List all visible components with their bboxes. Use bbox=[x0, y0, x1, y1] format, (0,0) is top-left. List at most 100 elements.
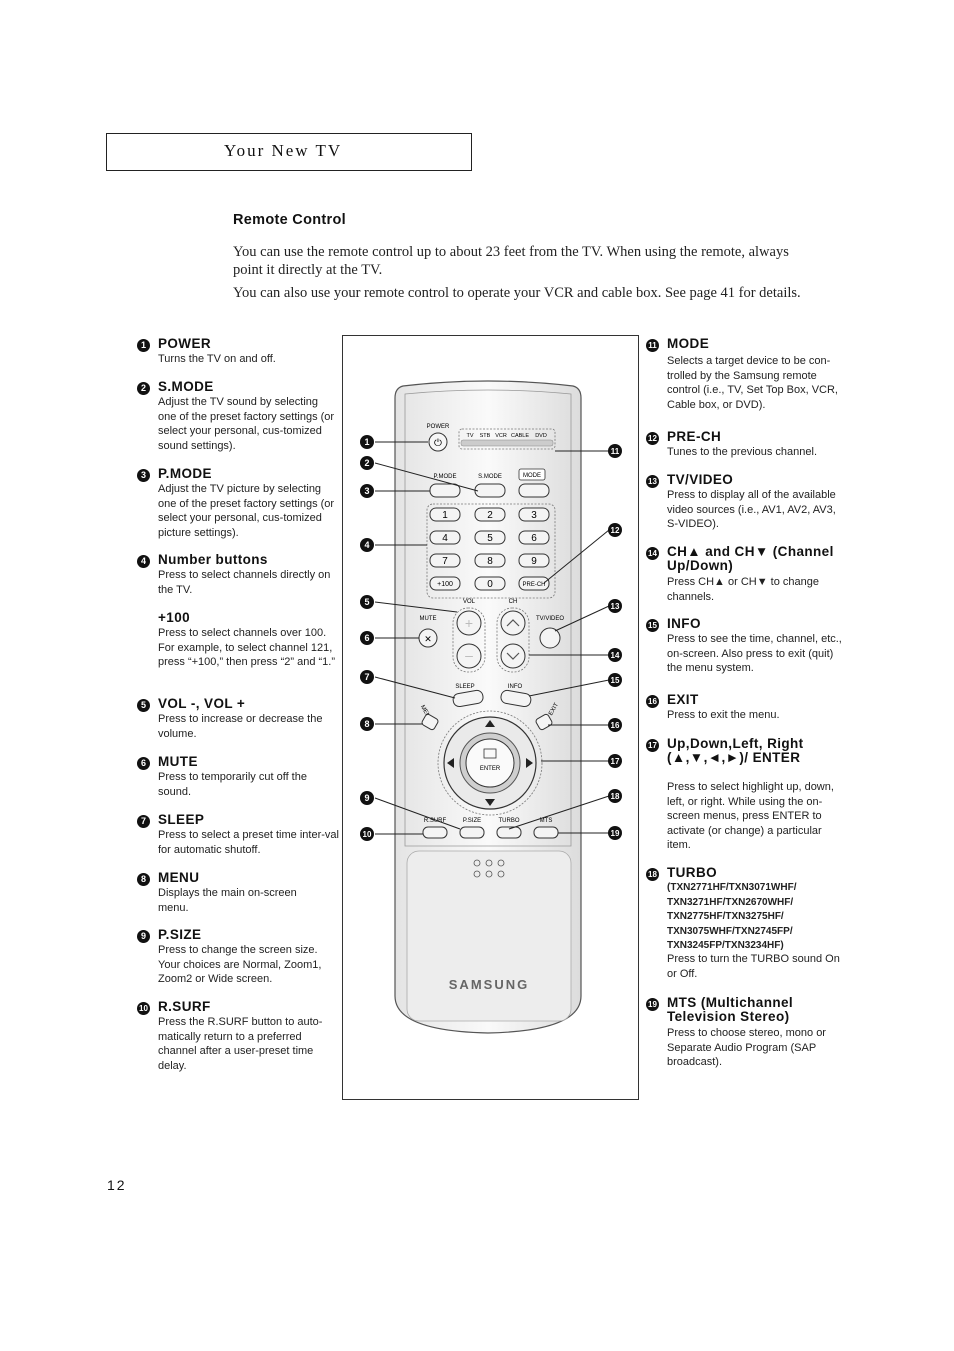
callout-1: 1 bbox=[364, 437, 369, 447]
item-description: Press to select channels over 100. For e… bbox=[158, 627, 335, 668]
chevron-down-icon bbox=[506, 652, 520, 660]
smode-button[interactable] bbox=[474, 483, 506, 498]
digit-5[interactable]: 5 bbox=[487, 533, 493, 544]
callout-number: 5 bbox=[137, 699, 150, 712]
item-models: (TXN2771HF/TXN3071WHF/ TXN3271HF/TXN2670… bbox=[667, 882, 797, 951]
psize-button[interactable] bbox=[459, 826, 485, 839]
item-title: EXIT bbox=[667, 692, 699, 707]
arrow-down-icon[interactable] bbox=[485, 799, 495, 806]
enter-icon bbox=[483, 748, 497, 759]
item-description: Press to select highlight up, down, left… bbox=[667, 781, 834, 851]
samsung-logo: SAMSUNG bbox=[449, 977, 529, 992]
digit-8[interactable]: 8 bbox=[487, 556, 493, 567]
mts-button[interactable] bbox=[533, 826, 559, 839]
item-description: Turns the TV on and off. bbox=[158, 353, 276, 365]
turbo-button[interactable] bbox=[496, 826, 522, 839]
item-description: Press the R.SURF button to auto-maticall… bbox=[158, 1016, 323, 1072]
tvvideo-button[interactable] bbox=[539, 627, 561, 649]
vol-down-button[interactable] bbox=[456, 643, 482, 669]
ch-up-button[interactable] bbox=[500, 610, 526, 636]
remote-illustration: POWER ⏻ TV STB VCR CABLE DVD P.MODE S.MO… bbox=[360, 380, 622, 1034]
digit-plus100[interactable]: +100 bbox=[437, 581, 453, 588]
item-title: Number buttons bbox=[158, 552, 268, 567]
enter-button[interactable] bbox=[465, 738, 515, 788]
callout-leaders bbox=[374, 441, 610, 835]
item-title: MTS (Multichannel Television Stereo) bbox=[667, 995, 794, 1024]
item-title: PRE-CH bbox=[667, 429, 722, 444]
remote-figure-frame: POWER ⏻ TV STB VCR CABLE DVD P.MODE S.MO… bbox=[342, 335, 639, 1100]
item-title: TV/VIDEO bbox=[667, 472, 734, 487]
vol-up-button[interactable] bbox=[456, 610, 482, 636]
item-description: Adjust the TV sound by selecting one of … bbox=[158, 396, 335, 452]
enter-label: ENTER bbox=[480, 766, 501, 772]
section-header-box bbox=[106, 133, 472, 171]
intro-paragraph-2: You can also use your remote control to … bbox=[233, 285, 801, 301]
callout-9: 9 bbox=[364, 793, 369, 803]
item-title: MODE bbox=[667, 336, 710, 351]
callout-number: 15 bbox=[646, 619, 659, 632]
mode-button[interactable] bbox=[518, 483, 550, 498]
callout-number: 11 bbox=[646, 339, 659, 352]
mode-cable: CABLE bbox=[511, 433, 529, 439]
item-title: +100 bbox=[158, 610, 191, 625]
callout-6: 6 bbox=[364, 633, 369, 643]
mts-label: MTS bbox=[540, 818, 553, 824]
item-title: R.SURF bbox=[158, 999, 211, 1014]
digit-3[interactable]: 3 bbox=[531, 510, 537, 521]
item-title: CH▲ and CH▼ (Channel Up/Down) bbox=[667, 544, 834, 573]
callout-10: 10 bbox=[363, 830, 372, 839]
power-button[interactable] bbox=[428, 432, 448, 452]
arrow-left-icon[interactable] bbox=[447, 758, 454, 768]
mode-vcr: VCR bbox=[495, 433, 507, 439]
svg-text:+: + bbox=[465, 615, 473, 631]
callout-number: 16 bbox=[646, 695, 659, 708]
callout-12: 12 bbox=[611, 526, 620, 535]
item-title: S.MODE bbox=[158, 379, 214, 394]
ch-down-button[interactable] bbox=[500, 643, 526, 669]
mode-stb: STB bbox=[480, 433, 491, 439]
ch-label: CH bbox=[509, 599, 518, 605]
section-title: Your New TV bbox=[224, 141, 343, 160]
prech-button[interactable]: PRE-CH bbox=[522, 582, 545, 588]
item-title: TURBO bbox=[667, 865, 717, 880]
callout-17: 17 bbox=[611, 757, 620, 766]
digit-4[interactable]: 4 bbox=[442, 533, 448, 544]
pmode-label: P.MODE bbox=[434, 474, 457, 480]
item-title: INFO bbox=[667, 616, 701, 631]
mode-tv: TV bbox=[466, 433, 473, 439]
chevron-up-icon bbox=[506, 619, 520, 627]
item-description: Press to select a preset time inter-val … bbox=[158, 829, 339, 856]
callout-markers: 1 2 3 4 5 6 7 8 9 10 11 12 13 14 15 16 1… bbox=[360, 435, 622, 841]
digit-0[interactable]: 0 bbox=[487, 579, 493, 590]
exit-button[interactable] bbox=[535, 713, 553, 731]
vol-label: VOL bbox=[463, 599, 476, 605]
callout-11: 11 bbox=[611, 447, 620, 456]
callout-18: 18 bbox=[611, 792, 620, 801]
digit-9[interactable]: 9 bbox=[531, 556, 537, 567]
item-title: P.MODE bbox=[158, 466, 212, 481]
item-title: MUTE bbox=[158, 754, 198, 769]
callout-7: 7 bbox=[364, 672, 369, 682]
arrow-right-icon[interactable] bbox=[526, 758, 533, 768]
digit-2[interactable]: 2 bbox=[487, 510, 493, 521]
intro-paragraph-1: You can use the remote control up to abo… bbox=[233, 244, 789, 278]
arrow-up-icon[interactable] bbox=[485, 720, 495, 727]
callout-number: 8 bbox=[137, 873, 150, 886]
callout-number: 3 bbox=[137, 469, 150, 482]
digit-1[interactable]: 1 bbox=[442, 510, 448, 521]
digit-7[interactable]: 7 bbox=[442, 556, 448, 567]
pmode-button[interactable] bbox=[429, 483, 461, 498]
callout-number: 4 bbox=[137, 555, 150, 568]
sleep-button[interactable] bbox=[452, 689, 484, 708]
callout-number: 9 bbox=[137, 930, 150, 943]
callout-8: 8 bbox=[364, 719, 369, 729]
item-title: SLEEP bbox=[158, 812, 205, 827]
digit-6[interactable]: 6 bbox=[531, 533, 537, 544]
rsurf-button[interactable] bbox=[422, 826, 448, 839]
menu-button[interactable] bbox=[421, 713, 439, 731]
callout-number: 12 bbox=[646, 432, 659, 445]
callout-number: 6 bbox=[137, 757, 150, 770]
callout-15: 15 bbox=[611, 676, 620, 685]
item-description: Press to turn the TURBO sound On or Off. bbox=[667, 953, 840, 980]
info-button[interactable] bbox=[500, 689, 532, 708]
